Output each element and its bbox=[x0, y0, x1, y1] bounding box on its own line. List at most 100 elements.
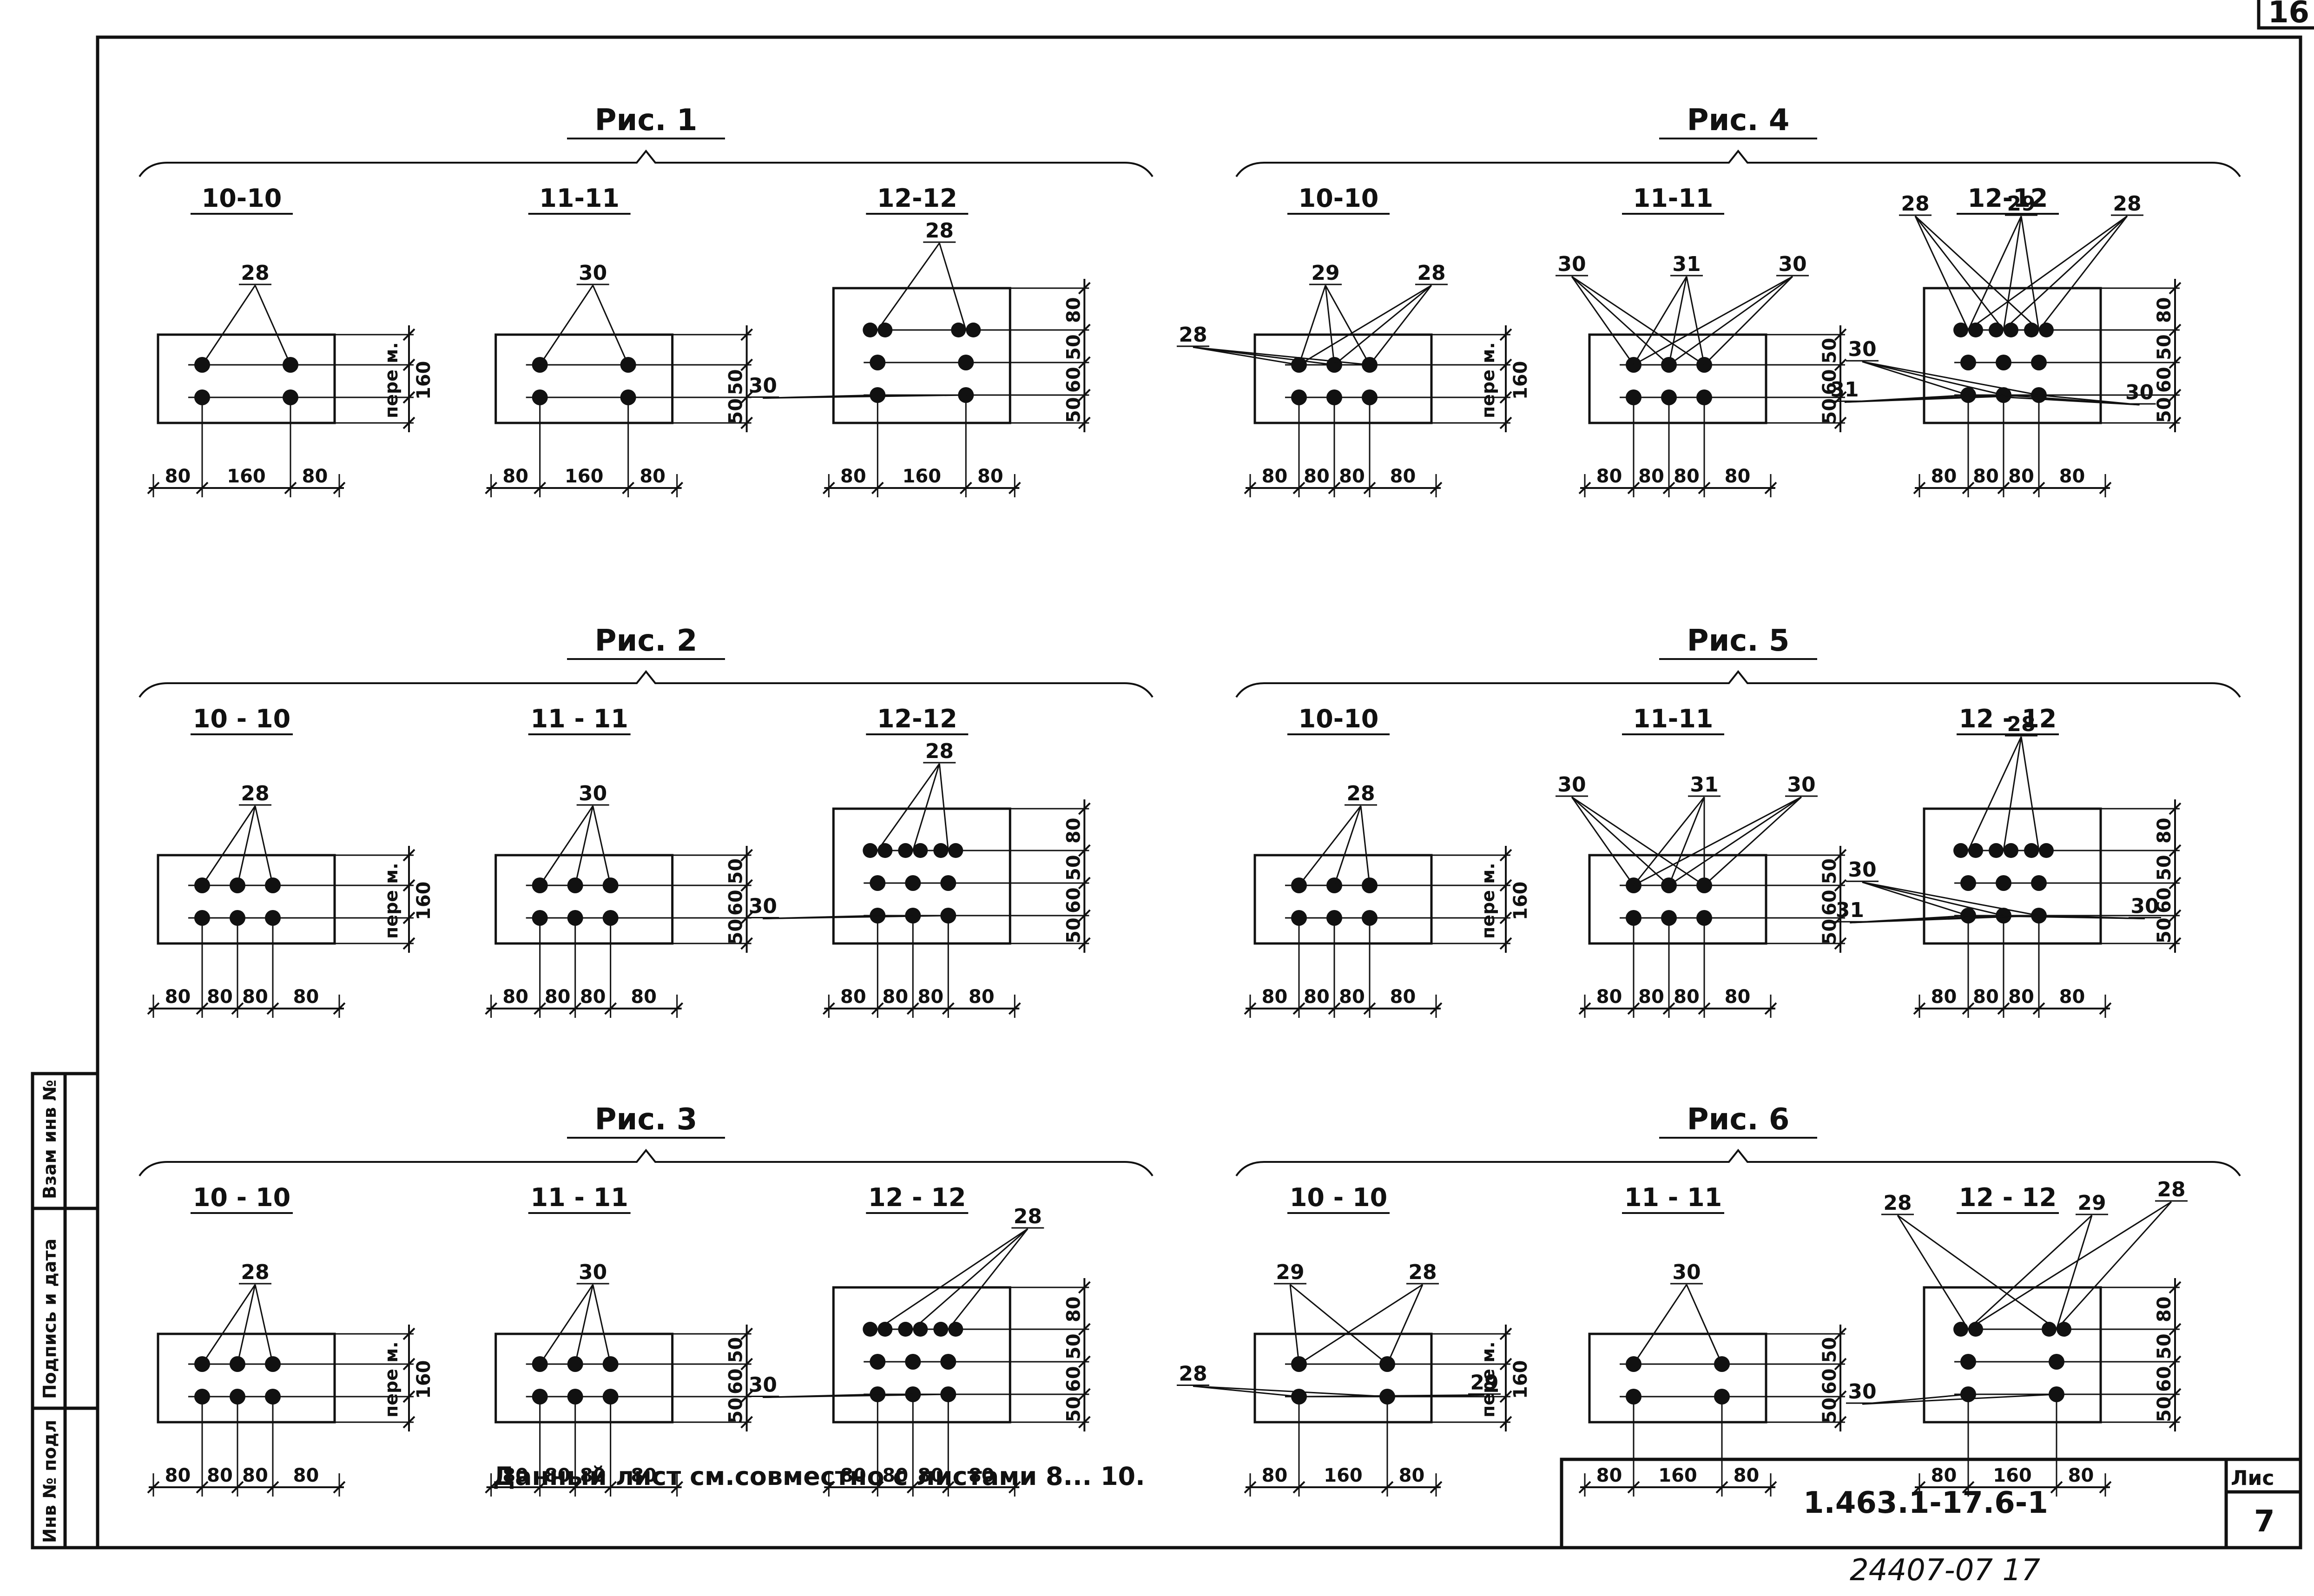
position-mark: 28 bbox=[1408, 1260, 1437, 1284]
leader-line bbox=[763, 915, 949, 919]
concrete-section bbox=[157, 854, 336, 945]
section-label: 12-12 bbox=[877, 184, 957, 213]
dimension-value: 50 bbox=[2154, 334, 2175, 360]
dimension-value: 160 bbox=[413, 1360, 435, 1399]
dimension-value: 80 bbox=[969, 1465, 995, 1486]
position-mark: 30 bbox=[1557, 252, 1586, 276]
dimension-value: 60 bbox=[1063, 367, 1084, 393]
leader-line bbox=[1633, 1284, 1688, 1365]
dimension-value: 50 bbox=[1819, 919, 1840, 945]
dimension-value: 160 bbox=[1510, 882, 1531, 921]
leader-line bbox=[1862, 1393, 2057, 1405]
section-label: 12-12 bbox=[877, 704, 957, 733]
leader-line bbox=[1290, 1284, 1388, 1365]
dimension-value: 80 bbox=[631, 1465, 657, 1486]
dimension-value: 80 bbox=[2068, 1465, 2094, 1486]
section-label: 11 - 11 bbox=[1624, 1183, 1722, 1212]
dimension-value: 50 bbox=[1063, 917, 1084, 943]
archive-stamp: 24407-07 17 bbox=[1850, 1553, 2040, 1588]
dimension-value: 50 bbox=[1063, 397, 1084, 423]
dimension-value: 80 bbox=[2154, 1296, 2175, 1322]
dimension-value: 160 bbox=[1510, 361, 1531, 400]
leader-line bbox=[1668, 276, 1688, 365]
leader-line bbox=[1914, 215, 2040, 331]
leader-line bbox=[1967, 1214, 2093, 1330]
leader-line bbox=[1571, 796, 1670, 886]
dimension-value: 80 bbox=[1063, 1296, 1084, 1322]
dimension-value: 80 bbox=[580, 1465, 606, 1486]
leader-line bbox=[201, 805, 256, 886]
position-mark: 28 bbox=[1883, 1191, 1912, 1215]
leader-line bbox=[574, 805, 594, 886]
dimension-variable-label: пере м. bbox=[1478, 1341, 1498, 1418]
position-mark: 31 bbox=[1830, 378, 1859, 402]
section-label: 11-11 bbox=[539, 184, 620, 213]
position-mark: 30 bbox=[1848, 858, 1876, 882]
dimension-value: 80 bbox=[1596, 466, 1622, 487]
leader-line bbox=[1298, 285, 1326, 365]
dimension-value: 80 bbox=[1931, 986, 1957, 1008]
leader-line bbox=[1193, 1385, 1388, 1398]
dimension-value: 80 bbox=[1674, 986, 1700, 1008]
position-mark: 31 bbox=[1836, 898, 1864, 922]
concrete-section bbox=[832, 1286, 1011, 1424]
dimension-value: 80 bbox=[1596, 986, 1622, 1008]
leader-line bbox=[912, 1228, 1028, 1330]
position-mark: 28 bbox=[2007, 712, 2035, 736]
leader-line bbox=[912, 763, 940, 851]
section-label: 12 - 12 bbox=[868, 1183, 966, 1212]
leader-line bbox=[2003, 215, 2128, 331]
dimension-value: 80 bbox=[1304, 986, 1330, 1008]
dimension-value: 50 bbox=[725, 858, 747, 884]
position-mark: 30 bbox=[749, 895, 777, 918]
leader-line bbox=[1571, 276, 1635, 365]
dimension-value: 60 bbox=[725, 890, 747, 916]
leader-line bbox=[201, 285, 256, 365]
dimension-value: 80 bbox=[1390, 986, 1416, 1008]
dimension-value: 80 bbox=[1596, 1465, 1622, 1486]
dimension-value: 50 bbox=[2154, 1396, 2175, 1422]
dimension-value: 50 bbox=[1819, 858, 1840, 884]
leader-line bbox=[1298, 805, 1362, 886]
leader-line bbox=[1914, 216, 2004, 330]
dimension-value: 80 bbox=[969, 986, 995, 1008]
leader-line bbox=[1668, 797, 1705, 886]
leader-line bbox=[539, 285, 593, 365]
dimension-value: 80 bbox=[882, 1465, 908, 1486]
dimension-value: 50 bbox=[2154, 397, 2175, 423]
dimension-value: 50 bbox=[2154, 1333, 2175, 1359]
dimension-value: 60 bbox=[1819, 1368, 1840, 1394]
position-mark: 29 bbox=[1311, 261, 1339, 285]
figure-title: Рис. 4 bbox=[1687, 103, 1790, 138]
leader-line bbox=[574, 1284, 594, 1365]
leader-line bbox=[1862, 881, 2039, 917]
figure-title: Рис. 3 bbox=[595, 1102, 698, 1137]
position-mark: 30 bbox=[579, 782, 607, 805]
leader-line bbox=[1967, 216, 2022, 330]
drawing-code: 1.463.1-17.6-1 bbox=[1803, 1486, 2048, 1520]
dimension-value: 50 bbox=[2154, 855, 2175, 881]
section-label: 11-11 bbox=[1633, 184, 1714, 213]
concrete-section bbox=[494, 333, 674, 424]
figure-title: Рис. 6 bbox=[1687, 1102, 1790, 1137]
leader-line bbox=[938, 763, 949, 851]
dimension-variable-label: пере м. bbox=[381, 863, 402, 939]
leader-line bbox=[1571, 796, 1705, 886]
dimension-value: 80 bbox=[165, 466, 191, 487]
dimension-variable-label: пере м. bbox=[381, 342, 402, 418]
leader-line bbox=[2038, 216, 2128, 330]
leader-line bbox=[1862, 361, 2004, 396]
section-label: 10 - 10 bbox=[193, 1183, 290, 1212]
position-mark: 28 bbox=[241, 261, 269, 285]
dimension-value: 160 bbox=[903, 466, 942, 487]
dimension-value: 80 bbox=[1390, 466, 1416, 487]
concrete-section bbox=[1923, 1286, 2102, 1424]
position-mark: 28 bbox=[2113, 192, 2141, 216]
dimension-value: 80 bbox=[1931, 1465, 1957, 1486]
position-mark: 29 bbox=[2077, 1191, 2106, 1215]
position-mark: 28 bbox=[1179, 323, 1207, 347]
leader-line bbox=[2038, 394, 2140, 406]
position-mark: 28 bbox=[925, 219, 954, 243]
